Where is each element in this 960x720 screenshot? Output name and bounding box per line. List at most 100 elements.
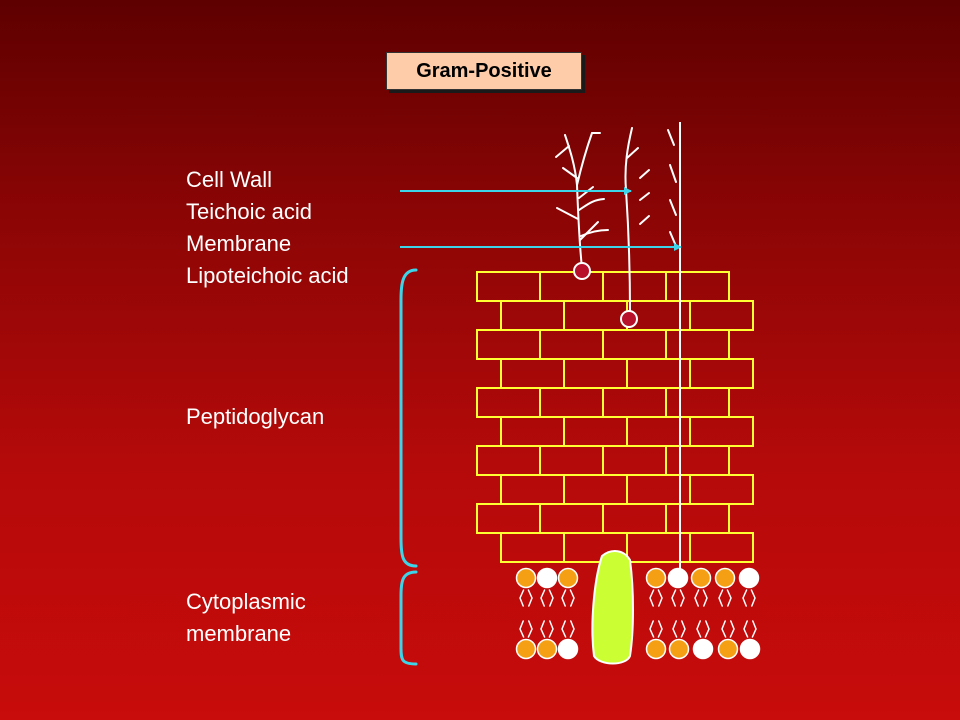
peptidoglycan-brick bbox=[476, 445, 541, 476]
lipid-head bbox=[536, 567, 558, 589]
label-cytoplasmic-membrane: membrane bbox=[186, 621, 292, 646]
lipoteichoic-acid-branch bbox=[626, 147, 639, 159]
teichoic-acid-twig bbox=[578, 198, 605, 211]
lipoteichoic-acid-anchor bbox=[620, 310, 638, 328]
lipid-tail bbox=[527, 620, 533, 638]
peptidoglycan-brick bbox=[500, 532, 565, 563]
lipid-tail bbox=[729, 620, 735, 638]
peptidoglycan-brick bbox=[602, 503, 667, 534]
peptidoglycan-brick bbox=[665, 329, 730, 360]
peptidoglycan-layer bbox=[476, 271, 754, 563]
peptidoglycan-brick bbox=[539, 445, 604, 476]
lipid-tail bbox=[696, 620, 702, 638]
peptidoglycan-brick bbox=[539, 387, 604, 418]
membrane-protein bbox=[591, 550, 634, 665]
membrane-line-ticks bbox=[667, 129, 677, 247]
lipid-tail bbox=[671, 589, 677, 607]
lipid-tail bbox=[680, 620, 686, 638]
lipid-tail bbox=[679, 589, 685, 607]
lipid-head bbox=[645, 567, 667, 589]
peptidoglycan-brick bbox=[476, 503, 541, 534]
lipid-tail bbox=[694, 589, 700, 607]
peptidoglycan-brick bbox=[689, 358, 754, 389]
lipoteichoic-acid-branch bbox=[639, 169, 650, 179]
label-cell-wall: Cell Wall bbox=[186, 167, 272, 192]
peptidoglycan-brick bbox=[689, 416, 754, 447]
lipoteichoic-acid-chain bbox=[624, 127, 633, 313]
lipid-tail bbox=[540, 589, 546, 607]
teichoic-acid-branch bbox=[578, 186, 594, 199]
peptidoglycan-brick bbox=[539, 503, 604, 534]
lipid-head bbox=[515, 567, 537, 589]
lipid-head bbox=[557, 567, 579, 589]
lipid-bilayer bbox=[515, 567, 761, 660]
teichoic-acid-molecule bbox=[555, 132, 609, 269]
lipid-tail bbox=[726, 589, 732, 607]
peptidoglycan-brick bbox=[665, 387, 730, 418]
peptidoglycan-brick bbox=[689, 474, 754, 505]
label-teichoic-acid: Teichoic acid bbox=[186, 199, 312, 224]
lipid-tail bbox=[561, 620, 567, 638]
peptidoglycan-brick bbox=[563, 300, 628, 331]
peptidoglycan-brace bbox=[399, 268, 418, 568]
lipid-tail bbox=[548, 620, 554, 638]
lipid-tail bbox=[657, 589, 663, 607]
teichoic-acid-anchor bbox=[573, 262, 591, 280]
teichoic-acid-branch bbox=[556, 207, 579, 220]
lipid-tail bbox=[548, 589, 554, 607]
lipid-head bbox=[717, 638, 739, 660]
lipid-head bbox=[692, 638, 714, 660]
lipid-tail bbox=[527, 589, 533, 607]
peptidoglycan-brick bbox=[500, 358, 565, 389]
lipid-tail bbox=[721, 620, 727, 638]
teichoic-acid-twig bbox=[580, 229, 609, 237]
lipid-tail bbox=[569, 620, 575, 638]
label-peptidoglycan: Peptidoglycan bbox=[186, 404, 325, 429]
teichoic-acid-branch bbox=[579, 221, 599, 241]
peptidoglycan-brick bbox=[476, 271, 541, 302]
peptidoglycan-brick bbox=[539, 329, 604, 360]
peptidoglycan-brick bbox=[665, 445, 730, 476]
teichoic-acid-branch bbox=[562, 167, 578, 179]
teichoic-acid-branch bbox=[555, 145, 570, 158]
lipid-head bbox=[668, 638, 690, 660]
lipid-head bbox=[690, 567, 712, 589]
label-membrane: Membrane bbox=[186, 231, 292, 256]
lipoteichoic-acid-branch bbox=[639, 215, 650, 225]
lipid-tail bbox=[519, 620, 525, 638]
peptidoglycan-brick bbox=[500, 416, 565, 447]
lipid-tail bbox=[742, 589, 748, 607]
lipid-tail bbox=[561, 589, 567, 607]
peptidoglycan-brick bbox=[563, 474, 628, 505]
lipid-head bbox=[667, 567, 689, 589]
lipid-tail bbox=[672, 620, 678, 638]
peptidoglycan-brick bbox=[602, 445, 667, 476]
lipid-head bbox=[714, 567, 736, 589]
lipid-head bbox=[557, 638, 579, 660]
lipid-tail bbox=[750, 589, 756, 607]
lipid-head bbox=[738, 567, 760, 589]
peptidoglycan-brick bbox=[689, 300, 754, 331]
label-lipoteichoic-acid: Lipoteichoic acid bbox=[186, 263, 349, 288]
peptidoglycan-brick bbox=[602, 271, 667, 302]
diagram-title: Gram-Positive bbox=[416, 59, 552, 82]
lipid-tail bbox=[540, 620, 546, 638]
lipid-head bbox=[645, 638, 667, 660]
lipid-tail bbox=[702, 589, 708, 607]
lipid-head bbox=[515, 638, 537, 660]
teichoic-acid-twig bbox=[576, 132, 601, 186]
peptidoglycan-brick bbox=[476, 387, 541, 418]
peptidoglycan-brick bbox=[563, 416, 628, 447]
lipid-tail bbox=[751, 620, 757, 638]
lipoteichoic-acid-molecule bbox=[624, 127, 650, 313]
peptidoglycan-brick bbox=[602, 387, 667, 418]
teichoic-acid-chain bbox=[564, 134, 583, 269]
peptidoglycan-brick bbox=[539, 271, 604, 302]
peptidoglycan-brick bbox=[500, 300, 565, 331]
lipoteichoic-acid-branch bbox=[639, 192, 650, 201]
peptidoglycan-brick bbox=[665, 503, 730, 534]
peptidoglycan-brick bbox=[602, 329, 667, 360]
label-cytoplasmic: Cytoplasmic bbox=[186, 589, 306, 614]
lipid-head bbox=[536, 638, 558, 660]
